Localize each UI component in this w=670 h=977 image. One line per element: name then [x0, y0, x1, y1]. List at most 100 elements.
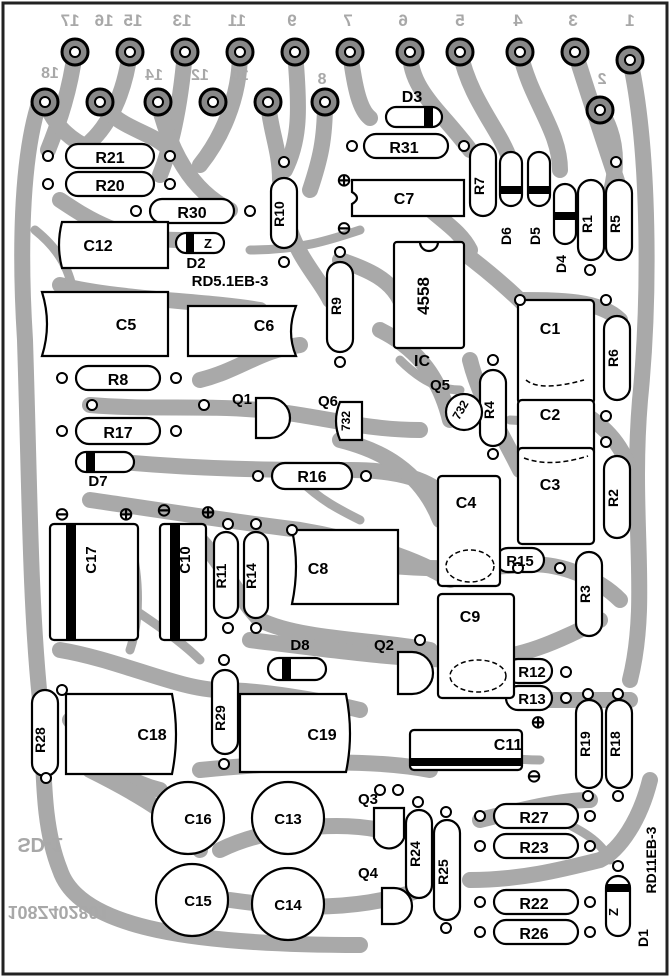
diode-d6-band — [500, 186, 522, 194]
label-d1: D1 — [635, 929, 651, 947]
capacitor-c10-stripe — [170, 524, 180, 640]
label-q3: Q3 — [358, 791, 378, 808]
header-pin-label: 1 — [625, 11, 634, 30]
label-q6: Q6 — [318, 393, 338, 410]
label-r6: R6 — [605, 349, 621, 367]
capacitor-c19-body — [238, 692, 352, 774]
resistor-r29-body — [210, 668, 240, 756]
resistor-r18-body — [604, 698, 634, 790]
capacitor-c14-body — [250, 866, 326, 942]
ic-notch — [418, 241, 440, 253]
resistor-r19-body — [574, 698, 604, 790]
label-r30: R30 — [177, 205, 206, 222]
label-q5: Q5 — [430, 377, 450, 394]
diode-d8-body — [266, 656, 328, 682]
resistor-r23-body — [492, 832, 580, 860]
label-d1-symbol: Z — [606, 908, 621, 916]
resistor-r16-body — [270, 461, 354, 491]
header-pin-label: 4 — [513, 11, 523, 30]
resistor-r22-body — [492, 888, 580, 916]
ic-body — [392, 240, 466, 350]
label-c18: C18 — [137, 727, 166, 744]
resistor-r9-body — [325, 260, 355, 354]
capacitor-c11-stripe — [410, 758, 522, 766]
resistor-r24-body — [404, 808, 434, 900]
transistor-q4-body — [380, 886, 414, 926]
label-d2: D2 — [186, 255, 205, 272]
header-pin-label: 11 — [228, 11, 246, 30]
label-q2: Q2 — [374, 637, 394, 654]
polarity-plus-c11: ⊕ — [530, 712, 545, 732]
label-r29: R29 — [212, 705, 228, 731]
transistor-q1-body — [254, 396, 292, 440]
label-c2: C2 — [540, 407, 561, 424]
diode-d5-body — [526, 150, 552, 208]
label-r18: R18 — [607, 731, 623, 757]
label-ic-part: 4558 — [414, 277, 433, 315]
header-pin-label: 6 — [398, 11, 407, 30]
diode-d7-band — [86, 452, 95, 472]
diode-d2-band — [186, 233, 194, 253]
resistor-r30-body — [148, 197, 236, 225]
diode-d8-band — [282, 658, 291, 680]
label-d5: D5 — [527, 227, 543, 245]
header-pin-label: 14 — [145, 67, 163, 84]
polarity-minus-c17: ⊖ — [54, 504, 69, 524]
resistor-r31-body — [362, 132, 450, 160]
capacitor-c7-body — [350, 178, 466, 218]
label-c19: C19 — [307, 727, 336, 744]
capacitor-c9-body — [436, 592, 516, 700]
resistor-r3-body — [574, 550, 604, 638]
resistor-r11-body — [212, 530, 240, 620]
resistor-r2-body — [602, 454, 632, 540]
label-r22: R22 — [519, 896, 548, 913]
label-c13: C13 — [274, 811, 302, 828]
label-r14: R14 — [243, 563, 259, 589]
label-r8: R8 — [108, 372, 129, 389]
resistor-r1-body — [576, 178, 606, 262]
label-q1: Q1 — [232, 391, 252, 408]
label-c1: C1 — [540, 321, 561, 338]
label-c15: C15 — [184, 893, 212, 910]
label-r25: R25 — [435, 859, 451, 885]
header-pin-label: 8 — [317, 71, 326, 88]
label-c9: C9 — [460, 609, 481, 626]
label-c7: C7 — [394, 191, 415, 208]
polarity-plus-c7: ⊕ — [336, 170, 351, 190]
header-pin-label: 17 — [61, 11, 80, 30]
polarity-minus-c7: ⊖ — [336, 218, 351, 238]
header-pads — [30, 37, 645, 125]
label-c6: C6 — [254, 318, 275, 335]
label-c17: C17 — [83, 546, 100, 574]
label-d3: D3 — [402, 89, 423, 106]
label-c11: C11 — [494, 737, 523, 754]
label-c5: C5 — [116, 317, 137, 334]
header-pin-label: 9 — [287, 11, 296, 30]
transistor-q3-body — [372, 806, 406, 850]
label-d4: D4 — [553, 255, 569, 273]
label-r10: R10 — [271, 201, 287, 227]
label-c8: C8 — [308, 561, 329, 578]
label-r3: R3 — [577, 585, 593, 603]
label-r20: R20 — [95, 178, 124, 195]
label-r7: R7 — [471, 177, 487, 195]
polarity-minus-c10: ⊖ — [156, 500, 171, 520]
capacitor-c3-outline — [523, 455, 589, 464]
resistor-r8-body — [74, 364, 162, 392]
label-r26: R26 — [519, 926, 548, 943]
transistor-q2-body — [396, 650, 435, 696]
diode-d1-band — [606, 884, 630, 892]
polarity-plus-c10: ⊕ — [200, 502, 215, 522]
capacitor-c6-body — [186, 304, 298, 358]
label-q4: Q4 — [358, 865, 379, 882]
label-d2-symbol: Z — [204, 236, 212, 251]
header-pin-label: 12 — [191, 67, 209, 84]
label-r28: R28 — [32, 727, 48, 753]
label-c16: C16 — [184, 811, 212, 828]
header-pin-label: 10 — [231, 67, 249, 84]
header-pin-label: 13 — [173, 11, 192, 30]
capacitor-c15-body — [154, 862, 230, 938]
capacitor-c16-body — [150, 780, 226, 856]
resistor-r20-body — [64, 170, 156, 198]
polarity-plus-c17: ⊕ — [118, 504, 133, 524]
